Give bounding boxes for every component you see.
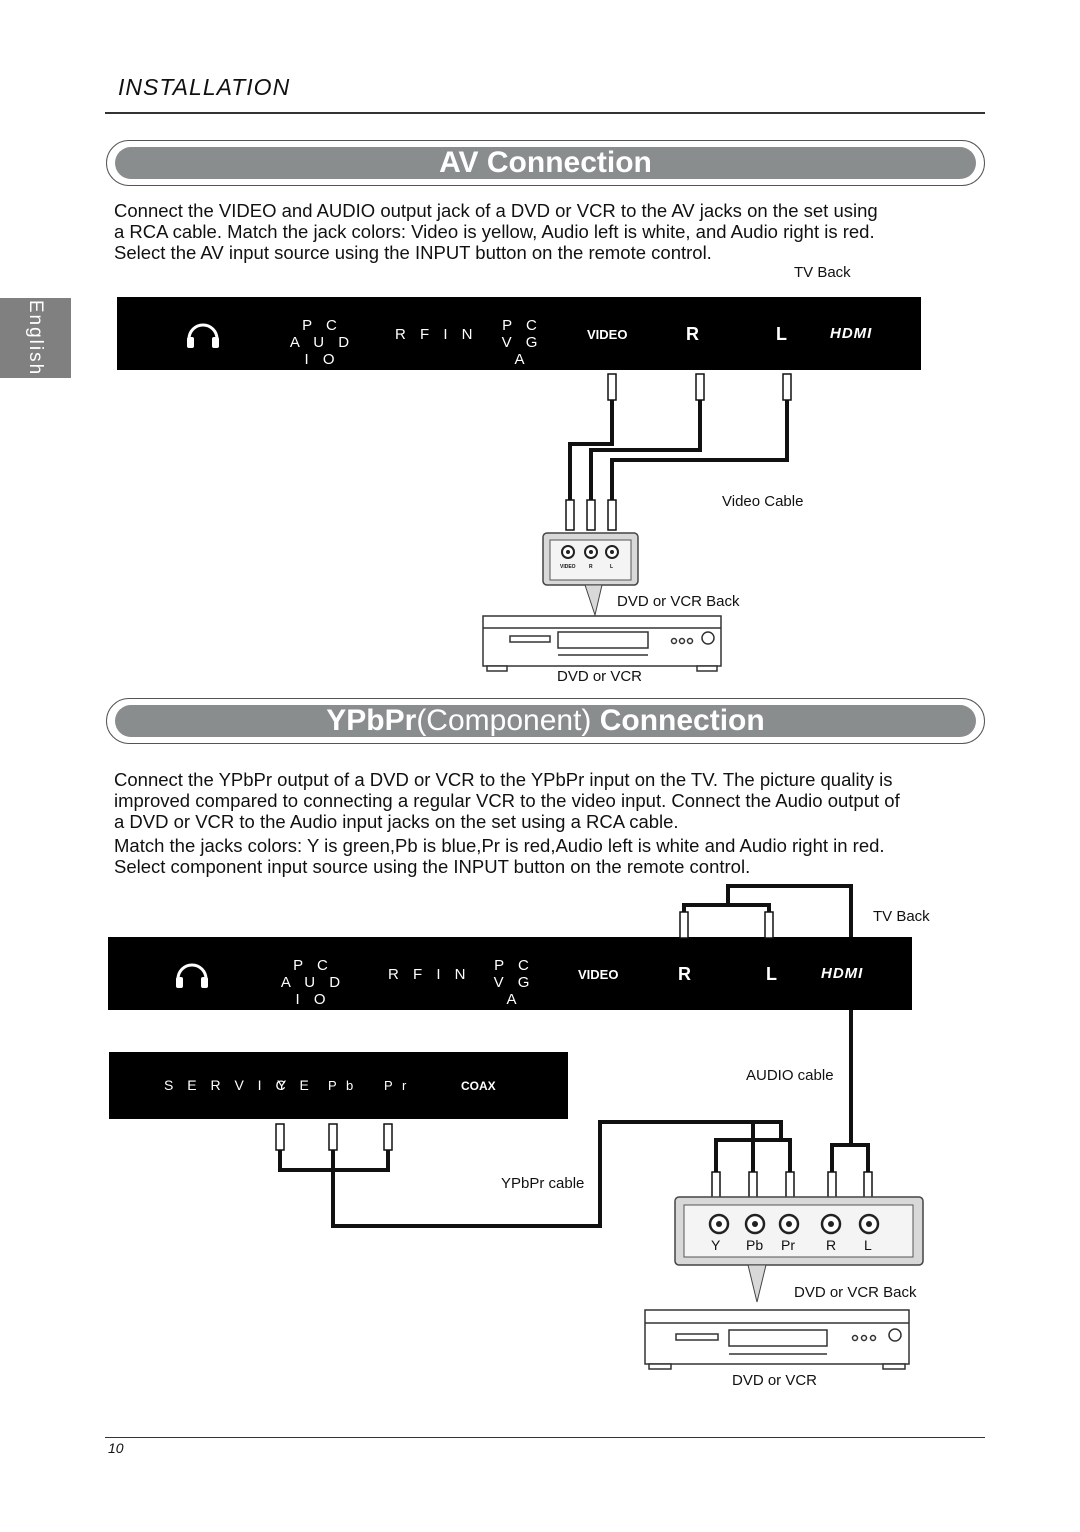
av-line-1: Connect the VIDEO and AUDIO output jack …: [114, 200, 878, 221]
dvd-l-jack-label: L: [610, 564, 614, 570]
dvd-l-jack-label: L: [864, 1237, 872, 1253]
headphone-icon: [187, 323, 219, 348]
audio-l-jack-label: L: [776, 324, 787, 344]
rf-in-label: R F I N: [395, 326, 478, 343]
video-jack-label: VIDEO: [578, 967, 619, 982]
footer-divider: [105, 1437, 985, 1438]
header-divider: [105, 112, 985, 114]
hdmi-logo: HDMI: [830, 325, 873, 342]
video-jack-label: VIDEO: [587, 327, 628, 342]
dvd-pr-jack-label: Pr: [781, 1237, 795, 1253]
ypbpr-dvd-back-label: DVD or VCR Back: [794, 1284, 917, 1301]
av-dvd-label: DVD or VCR: [557, 668, 643, 685]
y-jack-label: Y: [277, 1077, 292, 1093]
audio-cable-label: AUDIO cable: [746, 1067, 834, 1084]
av-connection-title: AV Connection: [115, 147, 976, 179]
service-panel: S E R V I C E Y P b P r COAX: [109, 1052, 568, 1119]
video-cable-label: Video Cable: [722, 493, 804, 510]
ypbpr-instructions: Connect the YPbPr output of a DVD or VCR…: [114, 769, 900, 877]
dvd-player-icon: [482, 615, 722, 672]
coax-jack-label: COAX: [461, 1079, 496, 1093]
rca-plug-icon: [565, 373, 792, 531]
ypbpr-connection-banner: YPbPr(Component) Connection: [106, 698, 985, 744]
hdmi-logo: HDMI: [821, 965, 864, 982]
dvd-player-icon: [644, 1309, 910, 1370]
av-line-3: Select the AV input source using the INP…: [114, 242, 712, 263]
rca-plug-icon: [275, 911, 873, 1201]
pr-jack-label: P r: [384, 1078, 410, 1093]
ypbpr-cable-label: YPbPr cable: [501, 1175, 585, 1192]
av-instructions: Connect the VIDEO and AUDIO output jack …: [114, 200, 878, 263]
rf-in-label: R F I N: [388, 966, 471, 983]
service-label: S E R V I C E: [164, 1077, 314, 1093]
dvd-pb-jack-label: Pb: [746, 1237, 764, 1253]
ypbpr-line-3: a DVD or VCR to the Audio input jacks on…: [114, 811, 679, 832]
dvd-r-jack-label: R: [826, 1237, 837, 1253]
language-tab: English: [0, 298, 71, 378]
av-line-2: a RCA cable. Match the jack colors: Vide…: [114, 221, 875, 242]
ypbpr-tv-back-label: TV Back: [873, 908, 930, 925]
headphone-icon: [176, 963, 208, 988]
ypbpr-dvd-label: DVD or VCR: [732, 1372, 818, 1389]
audio-r-jack-label: R: [686, 324, 699, 344]
av-tv-back-label: TV Back: [794, 264, 851, 281]
dvd-r-jack-label: R: [589, 564, 593, 570]
av-connection-banner: AV Connection: [106, 140, 985, 186]
pb-jack-label: P b: [328, 1078, 357, 1093]
page-number: 10: [108, 1440, 124, 1456]
av-dvd-back-label: DVD or VCR Back: [617, 593, 740, 610]
section-title: INSTALLATION: [118, 74, 291, 100]
ypbpr-line-2: improved compared to connecting a regula…: [114, 790, 900, 811]
audio-l-jack-label: L: [766, 964, 777, 984]
dvd-y-jack-label: Y: [711, 1237, 721, 1253]
dvd-video-jack-label: VIDEO: [560, 564, 576, 570]
ypbpr-line-5: Select component input source using the …: [114, 856, 751, 877]
ypbpr-line-4: Match the jacks colors: Y is green,Pb is…: [114, 835, 885, 856]
audio-r-jack-label: R: [678, 964, 691, 984]
ypbpr-line-1: Connect the YPbPr output of a DVD or VCR…: [114, 769, 893, 790]
ypbpr-connection-title: YPbPr(Component) Connection: [115, 705, 976, 737]
